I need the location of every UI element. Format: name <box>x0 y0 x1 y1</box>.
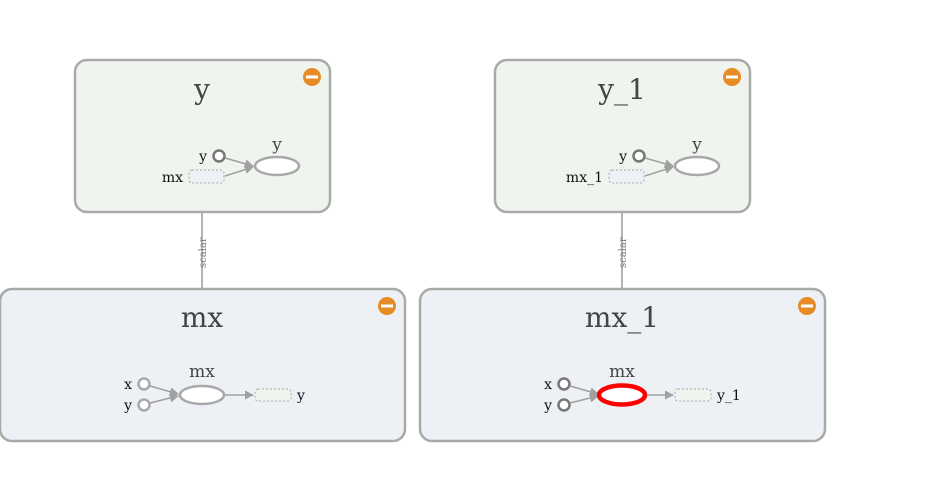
output-label: y_1 <box>716 388 741 404</box>
edge-label-scalar: scalar <box>198 237 209 268</box>
input-label-y: y <box>618 149 627 165</box>
input-node-x[interactable] <box>137 377 151 391</box>
op-node-mx-highlighted[interactable] <box>596 383 648 407</box>
scope-title: y <box>193 73 210 106</box>
input-label-x: x <box>124 377 132 393</box>
scope-y-1[interactable]: y_1 y y mx_1 <box>493 58 752 214</box>
input-node-y[interactable] <box>632 149 646 163</box>
input-node-mx-1[interactable] <box>608 169 645 184</box>
scope-mx[interactable]: mx mx x y y <box>0 287 407 443</box>
minus-circle-icon[interactable] <box>723 68 741 86</box>
input-label-y: y <box>543 398 552 414</box>
input-label-mx-1: mx_1 <box>566 170 603 186</box>
op-node-y[interactable] <box>673 155 721 177</box>
scope-y[interactable]: y y y mx <box>73 58 332 214</box>
op-label: mx <box>609 362 635 382</box>
op-label: mx <box>189 362 215 382</box>
output-node-y[interactable] <box>254 388 292 402</box>
op-label: y <box>271 135 282 155</box>
minus-circle-icon[interactable] <box>798 297 816 315</box>
minus-circle-icon[interactable] <box>303 68 321 86</box>
scope-title: mx <box>181 301 224 334</box>
input-label-x: x <box>544 377 552 393</box>
input-label-y: y <box>123 398 132 414</box>
input-node-y[interactable] <box>137 398 151 412</box>
input-node-mx[interactable] <box>188 169 225 184</box>
scope-title: y_1 <box>597 73 646 106</box>
scope-box[interactable] <box>0 287 407 443</box>
scope-box[interactable] <box>418 287 827 443</box>
output-label: y <box>296 388 305 404</box>
input-node-y[interactable] <box>212 149 226 163</box>
output-node-y-1[interactable] <box>674 388 712 402</box>
minus-circle-icon[interactable] <box>378 297 396 315</box>
op-node-mx[interactable] <box>178 384 226 406</box>
edge-y1-mx1: scalar <box>618 212 629 289</box>
input-node-y[interactable] <box>557 398 571 412</box>
op-label: y <box>691 135 702 155</box>
op-node-y[interactable] <box>253 155 301 177</box>
input-label-mx: mx <box>162 170 183 186</box>
input-label-y: y <box>198 149 207 165</box>
edge-label-scalar: scalar <box>618 237 629 268</box>
scope-mx-1[interactable]: mx_1 mx x y y_1 <box>418 287 827 443</box>
edge-y-mx: scalar <box>198 212 209 289</box>
scope-title: mx_1 <box>585 301 659 334</box>
input-node-x[interactable] <box>557 377 571 391</box>
